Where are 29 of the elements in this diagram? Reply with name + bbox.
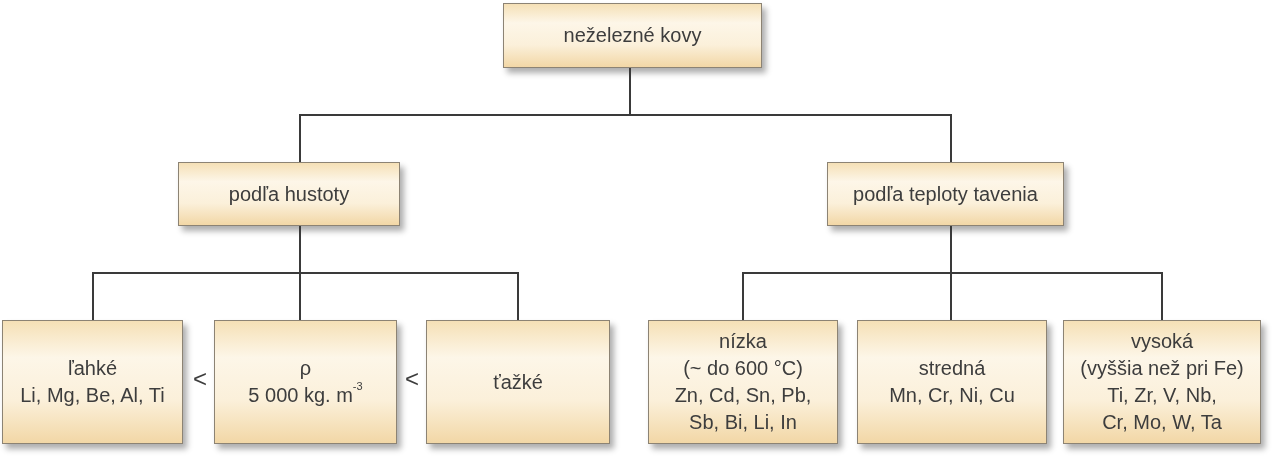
- category-box: [648, 320, 838, 444]
- box-text: Mn, Cr, Ni, Cu: [889, 383, 1015, 408]
- category-box: [214, 320, 397, 444]
- box-heading: nízka: [719, 329, 767, 354]
- box-label: podľa teploty tavenia: [853, 181, 1038, 207]
- box-text: Li, Mg, Be, Al, Ti: [20, 383, 165, 408]
- box-text: (vyššia než pri Fe): [1080, 356, 1244, 381]
- box-heading: vysoká: [1130, 329, 1194, 354]
- box-text: Zn, Cd, Sn, Pb, Sb, Bi, Li, In: [673, 383, 813, 435]
- category-box: [503, 3, 762, 68]
- box-label: podľa hustoty: [228, 181, 350, 207]
- box-text: 5 000 kg. m$^{-3}$: [248, 382, 363, 408]
- less-than-sign: <: [404, 364, 420, 394]
- box-text: Ti, Zr, V, Nb, Cr, Mo, W, Ta: [1101, 383, 1223, 435]
- less-than-sign: <: [192, 364, 208, 394]
- box-text: (~ do 600 °C): [683, 356, 803, 381]
- box-heading: ľahké: [67, 356, 118, 381]
- box-heading: stredná: [918, 356, 986, 381]
- category-box: [2, 320, 183, 444]
- connector-line: [950, 225, 1163, 321]
- box-heading: ρ: [299, 356, 312, 381]
- category-box: [857, 320, 1047, 444]
- category-box: [1063, 320, 1261, 444]
- category-box: [178, 162, 400, 226]
- category-box: [827, 162, 1064, 226]
- connector-line: [299, 225, 519, 321]
- box-label: neželezné kovy: [563, 23, 702, 48]
- category-box: [426, 320, 610, 444]
- box-label: ťažké: [493, 369, 543, 395]
